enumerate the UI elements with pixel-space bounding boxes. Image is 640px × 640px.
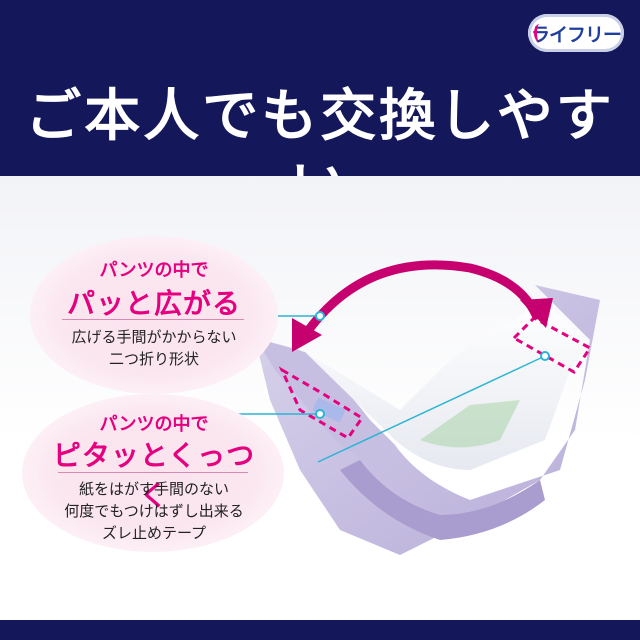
pad-bottom-edge bbox=[340, 460, 545, 540]
callout-1-divider bbox=[62, 319, 244, 320]
callout-1-desc-2: 二つ折り形状 bbox=[108, 350, 199, 368]
callout-2-divider bbox=[58, 472, 248, 473]
callout-2-desc-2: 何度でもつけはずし出来る bbox=[64, 502, 244, 520]
callout-2-desc-3: ズレ止めテープ bbox=[101, 524, 207, 542]
callout-2-line1: パンツの中で bbox=[99, 414, 209, 435]
brand-logo: ライフリー bbox=[528, 14, 624, 52]
leader-dot-3 bbox=[540, 351, 550, 361]
leader-line-3 bbox=[317, 355, 546, 463]
callout-1-line2: パッと広がる bbox=[66, 287, 241, 320]
leader-dot-1 bbox=[315, 311, 325, 321]
callout-1-desc-1: 広げる手間がかからない bbox=[71, 328, 237, 346]
callout-2-line2: ピタッとくっつく bbox=[52, 439, 256, 512]
leader-dot-2 bbox=[315, 409, 325, 419]
callout-2-desc-1: 紙をはがす手間のない bbox=[78, 480, 229, 498]
fold-arrow-head-left bbox=[292, 318, 322, 352]
left-tape-marker bbox=[278, 366, 365, 440]
left-tape-blue bbox=[312, 397, 346, 423]
pad-outer-shell bbox=[255, 285, 600, 555]
brand-logo-text: ライフリー bbox=[530, 23, 622, 46]
right-tape-marker bbox=[511, 316, 593, 374]
callout-2-bubble bbox=[22, 394, 284, 552]
logo-swoosh-icon bbox=[534, 24, 545, 42]
pad-absorbent-core bbox=[420, 400, 520, 448]
callout-1-line1: パンツの中で bbox=[99, 260, 209, 281]
footer-bar bbox=[0, 620, 640, 640]
pad-inner-sheet bbox=[305, 300, 590, 470]
fold-arrow-head-right bbox=[520, 298, 553, 328]
callout-1-bubble bbox=[30, 236, 278, 394]
fold-arrow-curve bbox=[300, 260, 541, 340]
